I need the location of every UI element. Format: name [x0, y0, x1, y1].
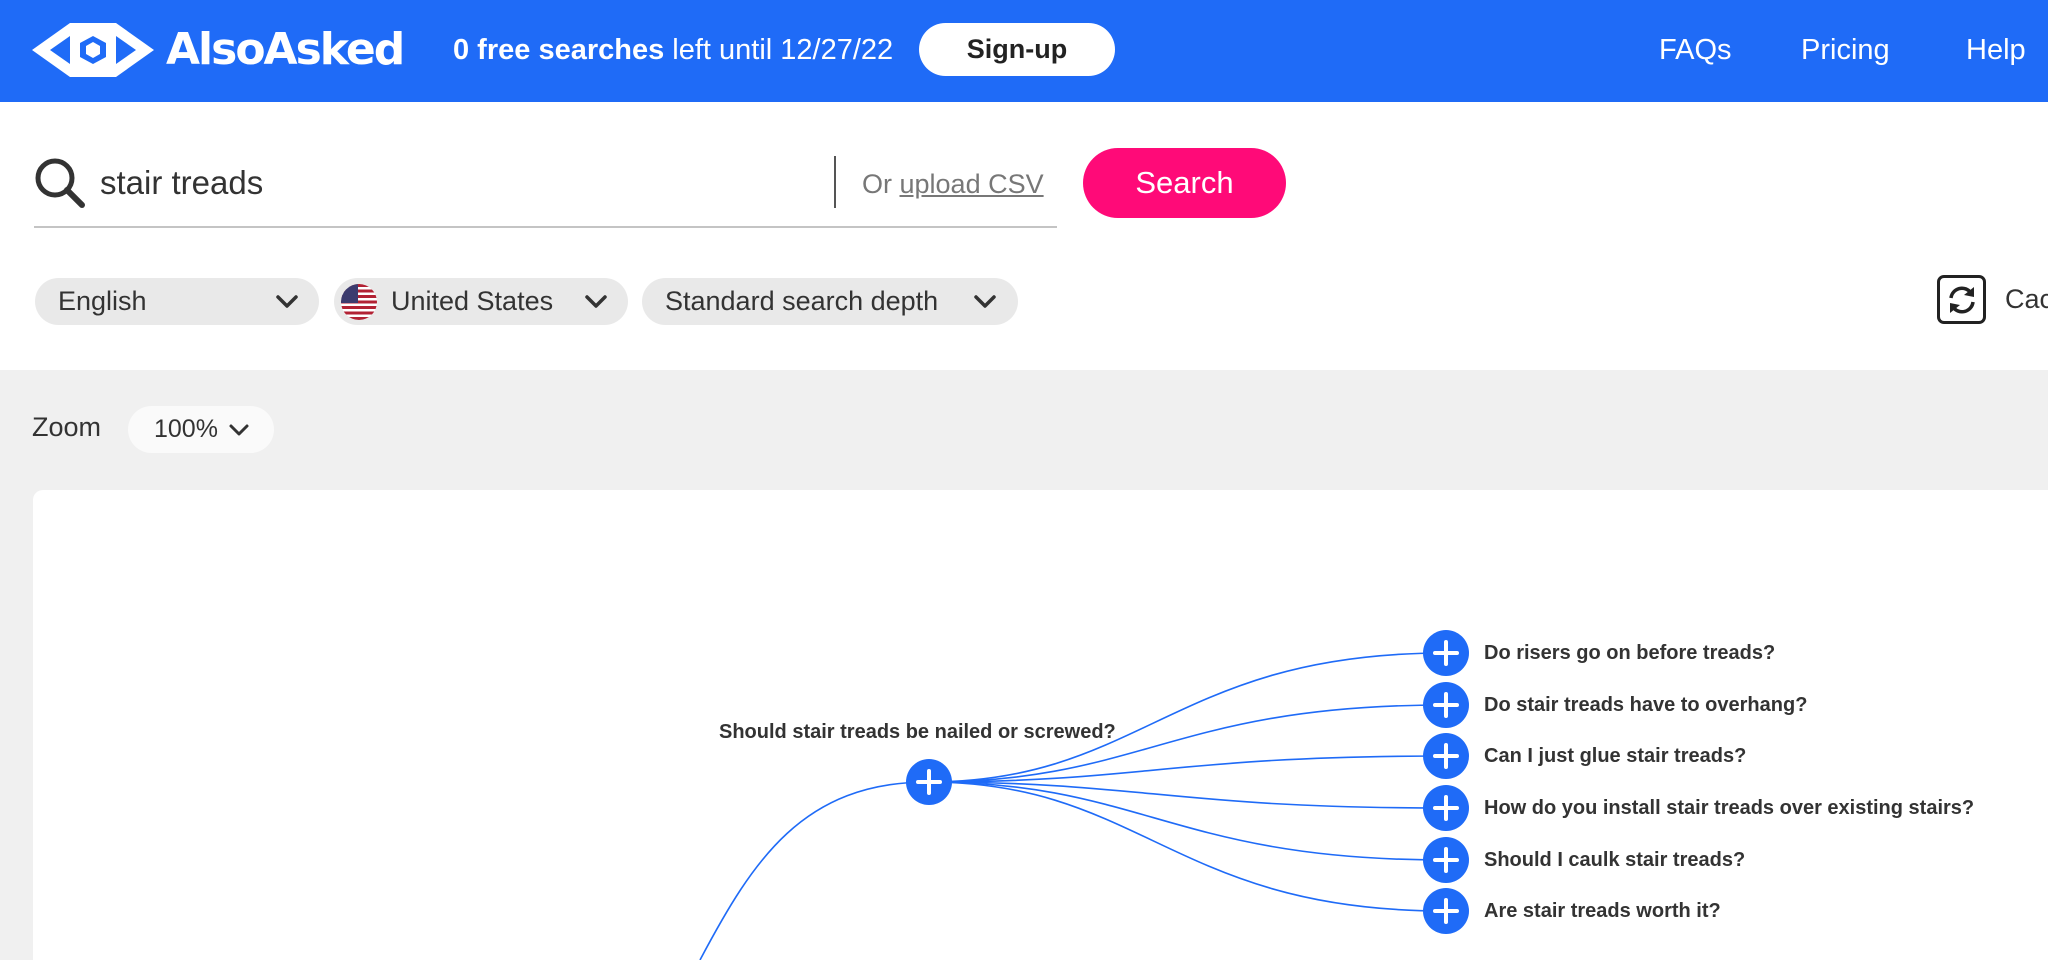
search-input[interactable]: [100, 158, 820, 208]
logo-text: AlsoAsked: [166, 24, 405, 75]
nav-help-link[interactable]: Help: [1966, 34, 2026, 66]
expand-child-node-button[interactable]: [1423, 733, 1469, 779]
free-searches-deadline: left until 12/27/22: [664, 34, 894, 66]
language-value: English: [58, 286, 147, 316]
chevron-down-icon: [276, 295, 298, 308]
child-question-label[interactable]: Do stair treads have to overhang?: [1484, 694, 1808, 716]
cache-toggle-label[interactable]: Cac: [2005, 284, 2048, 314]
zoom-select[interactable]: 100%: [128, 406, 274, 453]
child-question-label[interactable]: How do you install stair treads over exi…: [1484, 797, 1975, 819]
refresh-cache-icon[interactable]: [1937, 275, 1986, 324]
alsoasked-logo[interactable]: AlsoAsked: [30, 18, 405, 82]
parent-question-label[interactable]: Should stair treads be nailed or screwed…: [719, 721, 1116, 743]
free-searches-notice: 0 free searches left until 12/27/22: [453, 30, 893, 70]
tree-connectors: [699, 652, 1446, 960]
zoom-label: Zoom: [32, 412, 102, 442]
us-flag-icon: [341, 283, 377, 320]
search-depth-value: Standard search depth: [665, 286, 939, 316]
country-select[interactable]: United States: [334, 278, 628, 325]
free-searches-count: 0 free searches: [453, 34, 665, 66]
upload-csv-prompt: Or upload CSV: [862, 166, 1044, 202]
expand-child-node-button[interactable]: [1423, 785, 1469, 831]
upload-csv-link[interactable]: upload CSV: [899, 169, 1044, 199]
language-select[interactable]: English: [35, 278, 319, 325]
top-navigation-bar: AlsoAsked 0 free searches left until 12/…: [0, 0, 2048, 102]
zoom-value: 100%: [154, 415, 218, 443]
child-question-label[interactable]: Are stair treads worth it?: [1484, 900, 1721, 922]
search-depth-select[interactable]: Standard search depth: [642, 278, 1018, 325]
chevron-down-icon: [229, 424, 249, 436]
expand-child-node-button[interactable]: [1423, 630, 1469, 676]
search-button[interactable]: Search: [1083, 148, 1286, 218]
country-value: United States: [391, 286, 554, 316]
expand-child-node-button[interactable]: [1423, 888, 1469, 934]
logo-icon: [32, 23, 154, 77]
search-icon: [35, 158, 85, 208]
signup-button[interactable]: Sign-up: [919, 23, 1115, 76]
chevron-down-icon: [974, 295, 996, 308]
search-panel: [0, 102, 2048, 370]
expand-parent-node-button[interactable]: [906, 759, 952, 805]
child-question-label[interactable]: Can I just glue stair treads?: [1484, 745, 1747, 767]
refresh-icon: [1948, 285, 1975, 314]
or-text: Or: [862, 169, 900, 199]
chevron-down-icon: [585, 295, 607, 308]
child-question-label[interactable]: Should I caulk stair treads?: [1484, 849, 1746, 871]
search-underline: [34, 226, 1057, 228]
nav-pricing-link[interactable]: Pricing: [1801, 34, 1890, 66]
nav-faqs-link[interactable]: FAQs: [1659, 34, 1732, 66]
child-question-label[interactable]: Do risers go on before treads?: [1484, 642, 1776, 664]
expand-child-node-button[interactable]: [1423, 837, 1469, 883]
question-tree-canvas[interactable]: Should stair treads be nailed or screwed…: [33, 490, 2048, 960]
search-divider: [834, 156, 836, 208]
expand-child-node-button[interactable]: [1423, 682, 1469, 728]
